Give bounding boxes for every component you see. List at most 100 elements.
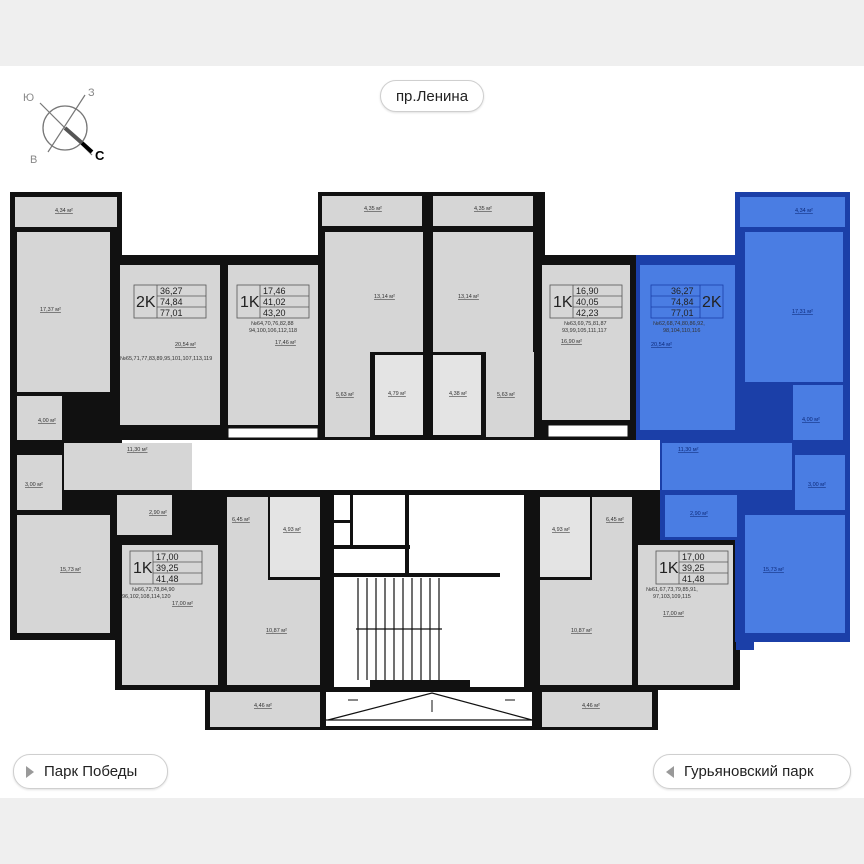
room-area: 4,34 м² [55, 208, 73, 214]
apartment-type: 1K [240, 294, 260, 311]
room-area: 5,63 м² [497, 392, 515, 398]
apartment-type: 1K [133, 560, 153, 577]
apartment-type: 2K [702, 294, 722, 311]
street-label-top[interactable]: пр.Ленина [380, 80, 484, 112]
living-area: 36,27 [671, 286, 694, 296]
room-area: 4,93 м² [283, 527, 301, 533]
compass-east-label: В [30, 154, 37, 166]
living-area: 36,27 [160, 286, 183, 296]
room-area: 13,14 м² [458, 294, 479, 300]
room-area: 4,46 м² [254, 703, 272, 709]
bottom-band [0, 798, 864, 864]
total-area-with-balcony: 43,20 [263, 308, 286, 318]
total-area-with-balcony: 41,48 [156, 574, 179, 584]
studio-bays-rooms [322, 196, 630, 437]
room-area: 16,90 м² [561, 339, 582, 345]
balcony-window [227, 427, 319, 439]
apartment-numbers: 96,102,108,114,120 [122, 594, 171, 600]
apartment-type: 2K [136, 294, 156, 311]
direction-guryanovsky-park[interactable]: Гурьяновский парк [653, 754, 851, 789]
direction-park-pobedy[interactable]: Парк Победы [13, 754, 168, 789]
room-area: 15,73 м² [60, 567, 81, 573]
total-area: 74,84 [160, 297, 183, 307]
room-area: 17,37 м² [40, 307, 61, 313]
apartment-numbers: 94,100,106,112,118 [249, 328, 297, 334]
room-area: 2,90 м² [149, 510, 167, 516]
apartment-info-1k-lower-right[interactable]: 1K 17,00 39,25 41,48 №61,67,73,79,85,91,… [646, 550, 729, 600]
living-area: 16,90 [576, 286, 599, 296]
total-area-with-balcony: 77,01 [160, 308, 183, 318]
room-area: 13,14 м² [374, 294, 395, 300]
room-area: 4,00 м² [38, 418, 56, 424]
living-area: 17,00 [156, 552, 179, 562]
room-area: 4,34 м² [795, 208, 813, 214]
top-band [0, 0, 864, 66]
total-area: 39,25 [682, 563, 705, 573]
apartment-info-1k-a[interactable]: 1K 17,46 41,02 43,20 №64,70,76,82,88 94,… [236, 284, 310, 334]
room-area: 4,35 м² [474, 206, 492, 212]
room-area: 2,90 м² [690, 511, 708, 517]
direction-label: Парк Победы [44, 763, 138, 780]
direction-label: Гурьяновский парк [684, 763, 814, 780]
window-block [547, 424, 629, 438]
room-area: 5,63 м² [336, 392, 354, 398]
apartment-2k-left-rooms [15, 197, 220, 633]
total-area: 39,25 [156, 563, 179, 573]
apartment-info-2k-left[interactable]: 2K 36,27 74,84 77,01 №65,71,77,83,89,95,… [120, 284, 212, 362]
apartment-numbers: 98,104,110,116 [663, 328, 700, 334]
room-area: 10,87 м² [266, 628, 287, 634]
room-area: 6,45 м² [232, 517, 250, 523]
room-area: 4,93 м² [552, 527, 570, 533]
apartment-info-1k-lower-left[interactable]: 1K 17,00 39,25 41,48 №66,72,78,84,90 96,… [122, 550, 203, 600]
room-area: 11,30 м² [678, 447, 699, 453]
apartment-info-2k-selected[interactable]: 2K 36,27 74,84 77,01 №62,68,74,80,86,92,… [650, 284, 724, 334]
compass-north-label: С [95, 148, 105, 163]
apartment-numbers: №65,71,77,83,89,95,101,107,113,119 [120, 356, 212, 362]
total-area-with-balcony: 41,48 [682, 574, 705, 584]
total-area-with-balcony: 77,01 [671, 308, 694, 318]
apartment-type: 1K [553, 294, 573, 311]
room-area: 6,45 м² [606, 517, 624, 523]
room-area: 20,54 м² [175, 342, 196, 348]
apartment-numbers: №63,69,75,81,87 [564, 321, 607, 327]
room-area: 11,30 м² [127, 447, 148, 453]
arrow-right-icon [26, 765, 34, 778]
stair-core [330, 495, 528, 688]
room-area-labels: 4,34 м² 17,37 м² 20,54 м² 4,00 м² 11,30 … [25, 206, 826, 709]
apartment-type: 1K [659, 560, 679, 577]
room-area: 4,46 м² [582, 703, 600, 709]
room-area: 10,87 м² [571, 628, 592, 634]
apartment-info-1k-b[interactable]: 1K 16,90 40,05 42,23 №63,69,75,81,87 93,… [549, 284, 623, 334]
compass-icon: Ю З В С [23, 87, 105, 166]
street-label-text: пр.Ленина [395, 87, 469, 105]
room-area: 3,00 м² [808, 482, 826, 488]
compass-west-label: З [88, 87, 95, 99]
apartment-numbers: №62,68,74,80,86,92, [653, 321, 705, 327]
room-area: 15,73 м² [763, 567, 784, 573]
room-area: 17,31 м² [792, 309, 813, 315]
bathrooms [270, 355, 590, 577]
total-area: 40,05 [576, 297, 599, 307]
apartment-2k-selected-rooms[interactable] [640, 197, 845, 633]
room-area: 4,00 м² [802, 417, 820, 423]
room-area: 20,54 м² [651, 342, 672, 348]
compass-south-label: Ю [23, 92, 34, 104]
living-area: 17,46 [263, 286, 286, 296]
total-area: 41,02 [263, 297, 286, 307]
apartment-1k-room [228, 265, 318, 425]
room-area: 4,38 м² [449, 391, 467, 397]
living-area: 17,00 [682, 552, 705, 562]
room-area: 17,46 м² [275, 340, 296, 346]
apartment-numbers: №66,72,78,84,90 [132, 587, 175, 593]
room-area: 3,00 м² [25, 482, 43, 488]
arrow-left-icon [666, 765, 674, 778]
room-area: 17,00 м² [172, 601, 193, 607]
entrance [326, 692, 533, 726]
apartment-numbers: №61,67,73,79,85,91, [646, 587, 698, 593]
apartment-numbers: 93,99,105,111,117 [562, 328, 607, 334]
apartment-numbers: №64,70,76,82,88 [251, 321, 294, 327]
common-corridor [195, 442, 660, 489]
total-area: 74,84 [671, 297, 694, 307]
lower-units-rooms [122, 497, 733, 727]
